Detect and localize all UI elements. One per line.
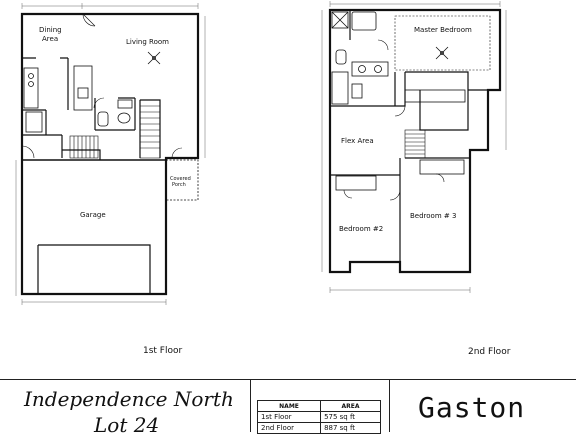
floor-plans: Dining Area Living Room Garage Covered P…	[15, 1, 511, 357]
bathroom-fixtures	[331, 11, 389, 105]
room-label-dining-line2: Area	[42, 35, 58, 43]
closets	[335, 89, 466, 191]
model-name: Gaston	[418, 391, 526, 424]
table-row: 1st Floor 575 sq ft	[256, 411, 381, 423]
area-table-header: NAME AREA	[256, 400, 381, 412]
room-label-porch-line1: Covered	[170, 176, 191, 182]
second-floor-exterior-wall	[328, 8, 502, 274]
door-swings	[21, 13, 183, 159]
room-label-flex: Flex Area	[341, 137, 374, 145]
project-name: Independence North	[24, 387, 234, 411]
area-table: NAME AREA 1st Floor 575 sq ft 2nd Floor …	[256, 400, 381, 434]
second-floor-stairs	[404, 129, 426, 159]
room-label-garage: Garage	[80, 211, 106, 219]
title-block-divider	[0, 379, 576, 380]
room-label-porch: Covered Porch	[170, 176, 192, 188]
area-table-header-area: AREA	[320, 400, 381, 412]
dimension-lines-2	[321, 1, 507, 293]
room-label-porch-line2: Porch	[172, 182, 186, 188]
first-floor-stairs	[69, 99, 161, 159]
lot-number: Lot 24	[94, 413, 160, 437]
first-floor-label: 1st Floor	[143, 346, 182, 356]
first-floor-exterior-wall	[20, 12, 200, 296]
kitchen-counters	[23, 65, 93, 133]
half-bath	[97, 99, 133, 127]
covered-porch	[166, 159, 199, 201]
dimension-lines	[15, 3, 206, 305]
room-label-dining-line1: Dining	[39, 26, 62, 34]
room-label-dining: Dining Area	[39, 26, 64, 43]
ceiling-fan-icon-2	[435, 46, 449, 60]
area-row-name: 1st Floor	[256, 411, 322, 423]
second-floor-plan	[321, 1, 507, 293]
area-table-header-name: NAME	[256, 400, 322, 412]
area-row-value: 575 sq ft	[320, 411, 381, 423]
room-label-bed2: Bedroom #2	[339, 225, 383, 233]
area-table-frame	[250, 380, 390, 432]
room-label-bed3: Bedroom # 3	[410, 212, 456, 220]
door-swings-2	[343, 39, 445, 201]
first-floor-plan	[15, 3, 206, 305]
interior-walls	[22, 57, 161, 160]
master-ceiling-outline	[394, 15, 491, 71]
second-floor-label: 2nd Floor	[468, 347, 511, 357]
ceiling-fan-icon	[147, 51, 161, 65]
room-label-master: Master Bedroom	[414, 26, 472, 34]
garage-door	[37, 244, 151, 294]
room-label-living: Living Room	[126, 38, 169, 46]
